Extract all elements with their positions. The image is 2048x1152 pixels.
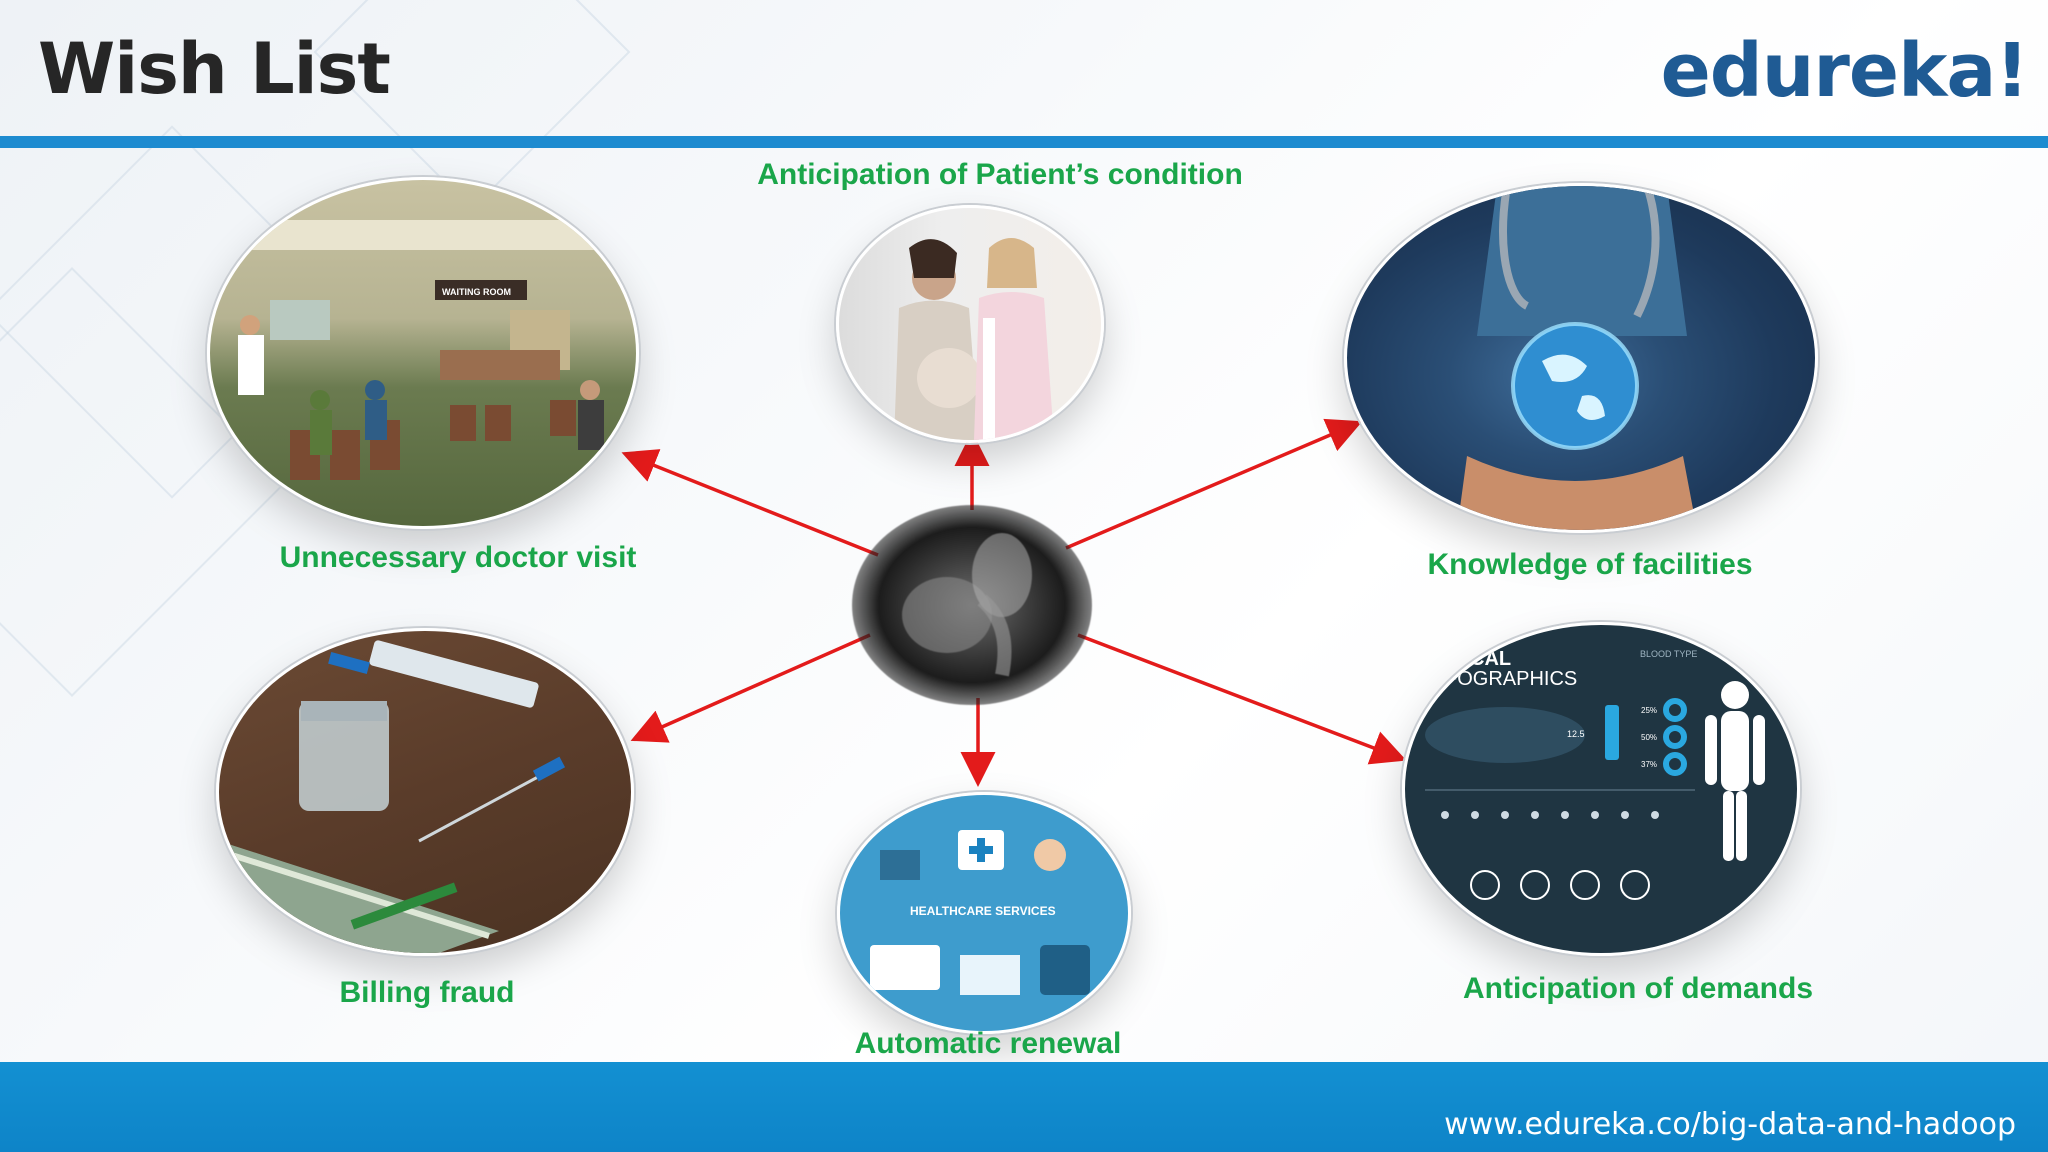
footer-bar: www.edureka.co/big-data-and-hadoop	[0, 1062, 2048, 1152]
edureka-logo: edureka!	[1660, 28, 2029, 114]
patient-condition-image	[836, 205, 1104, 443]
automatic-renewal-image: HEALTHCARE SERVICES	[837, 792, 1131, 1034]
pregnant-woman-and-doctor-icon	[894, 238, 1054, 440]
healthcare-services-icon: HEALTHCARE SERVICES	[870, 830, 1090, 995]
infographic-tag: BLOOD TYPE	[1640, 649, 1697, 659]
arrow-to-facilities	[1065, 418, 1363, 550]
label-billing-fraud: Billing fraud	[339, 976, 515, 1009]
label-demands: Anticipation of demands	[1462, 972, 1814, 1005]
arrow-to-demands	[1077, 633, 1407, 765]
globe-in-hands-icon	[1457, 186, 1697, 530]
waiting-room-scene-icon: WAITING ROOM	[210, 220, 636, 480]
billing-fraud-image	[216, 628, 634, 956]
facilities-image	[1344, 183, 1818, 533]
infographic-pct-3: 37%	[1641, 760, 1657, 769]
label-doctor-visit: Unnecessary doctor visit	[279, 541, 637, 574]
slide-title: Wish List	[38, 28, 391, 110]
footer-url[interactable]: www.edureka.co/big-data-and-hadoop	[1444, 1107, 2016, 1142]
infographic-pct-1: 25%	[1641, 706, 1657, 715]
medical-infographics-icon: DICAL INFOGRAPHICS BLOOD TYPE 12.5 25% 5…	[1425, 648, 1765, 900]
person-silhouette-icon	[902, 533, 1032, 677]
syringe-and-vial-icon	[219, 640, 566, 953]
arrow-to-doctor-visit	[621, 449, 879, 557]
doctor-visit-image: WAITING ROOM	[207, 177, 639, 529]
waiting-room-sign: WAITING ROOM	[442, 287, 511, 297]
infographic-pct-2: 50%	[1641, 733, 1657, 742]
infographic-heading-2: INFOGRAPHICS	[1425, 668, 1577, 690]
demands-image: DICAL INFOGRAPHICS BLOOD TYPE 12.5 25% 5…	[1402, 622, 1800, 956]
distressed-patient-photo	[852, 505, 1092, 705]
arrow-to-billing-fraud	[630, 633, 871, 743]
label-facilities: Knowledge of facilities	[1427, 548, 1753, 581]
header-rule	[0, 136, 2048, 148]
label-automatic-renewal: Automatic renewal	[854, 1027, 1122, 1060]
label-patient-condition: Anticipation of Patient’s condition	[757, 158, 1243, 191]
infographic-heading-1: DICAL	[1450, 648, 1511, 670]
healthcare-services-banner: HEALTHCARE SERVICES	[910, 904, 1056, 918]
infographic-value: 12.5	[1567, 729, 1585, 739]
